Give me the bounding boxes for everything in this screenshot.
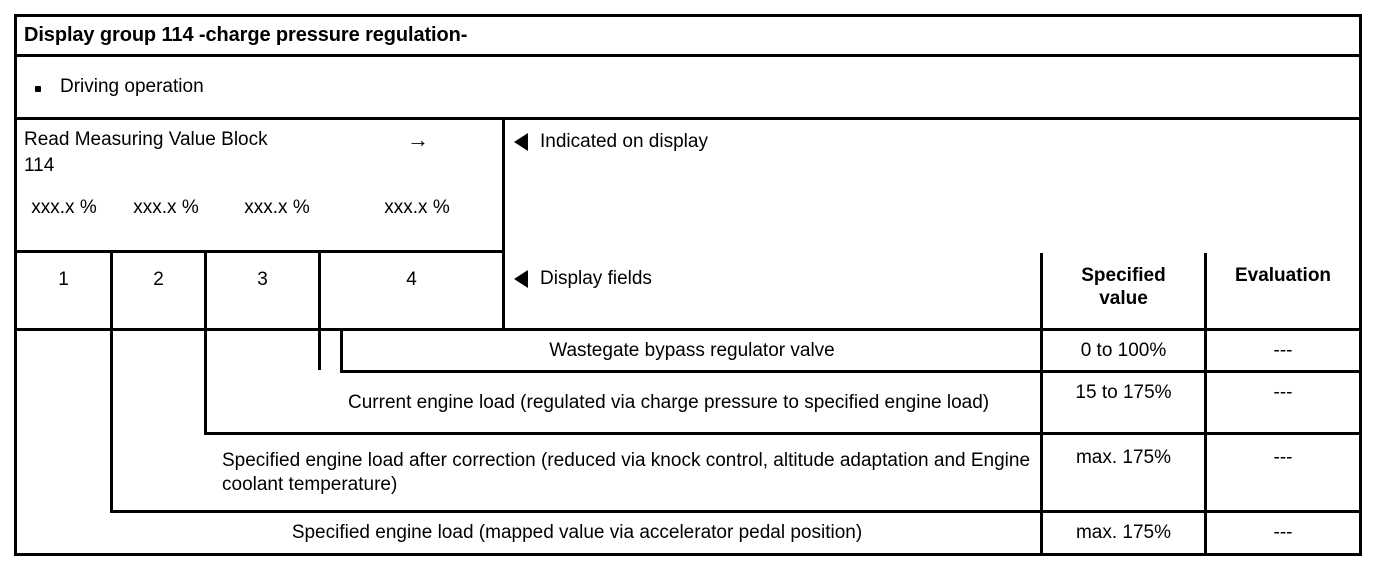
title-row-bottom-border <box>14 54 1362 57</box>
specified-value-header-line2: value <box>1099 288 1148 310</box>
column-divider-4 <box>340 328 343 370</box>
table-row-4-specified-value: 0 to 100% <box>1043 331 1204 370</box>
measuring-block-number-text: 114 <box>24 155 55 176</box>
square-bullet-icon <box>35 86 41 92</box>
measuring-block-command-text: Read Measuring Value Block <box>24 129 268 150</box>
measuring-block-command: Read Measuring Value Block <box>24 128 384 188</box>
display-value-2: xxx.x % <box>122 196 210 252</box>
table-row-2-description: Specified engine load after correction (… <box>222 435 1038 510</box>
table-row-1-description: Specified engine load (mapped value via … <box>118 513 1036 553</box>
display-fields-label: Display fields <box>540 267 1020 303</box>
table-row-1-evaluation: --- <box>1207 513 1359 553</box>
frame-right-border <box>1359 14 1362 556</box>
table-row-2-evaluation: --- <box>1207 446 1359 480</box>
display-value-4: xxx.x % <box>362 196 472 252</box>
frame-left-border <box>14 14 17 556</box>
table-row-4-specified-value-text: 0 to 100% <box>1080 339 1167 361</box>
condition-label: Driving operation <box>60 57 660 117</box>
measuring-block-number: 114 <box>24 154 224 184</box>
display-value-2-text: xxx.x % <box>133 197 199 218</box>
page-title-text: Display group 114 -charge pressure regul… <box>24 24 468 47</box>
table-row-4-description: Wastegate bypass regulator valve <box>350 331 1034 370</box>
table-row-3-description: Current engine load (regulated via charg… <box>348 373 1038 432</box>
frame-top-border <box>14 14 1362 17</box>
table-row-2-evaluation-text: --- <box>1273 447 1293 468</box>
table-row-1-evaluation-text: --- <box>1273 522 1293 544</box>
page-title: Display group 114 -charge pressure regul… <box>24 17 1344 54</box>
table-row-4-evaluation: --- <box>1207 331 1359 370</box>
table-row-1-specified-value-text: max. 175% <box>1075 522 1172 544</box>
arrow-right-icon: → <box>407 127 429 152</box>
table-row-4-evaluation-text: --- <box>1273 339 1293 361</box>
table-row-2-description-text: Specified engine load after correction (… <box>222 450 1031 495</box>
evaluation-header: Evaluation <box>1207 264 1359 304</box>
column-divider-1 <box>110 253 113 510</box>
display-value-1: xxx.x % <box>20 196 108 252</box>
table-row-1-specified-value: max. 175% <box>1043 513 1204 553</box>
table-row-3-evaluation: --- <box>1207 381 1359 415</box>
indicated-on-display-text: Indicated on display <box>540 131 708 152</box>
condition-label-text: Driving operation <box>60 76 204 98</box>
display-value-3-text: xxx.x % <box>244 197 310 218</box>
row-3-bottom-border <box>204 432 1362 435</box>
specified-value-header-line1: Specified <box>1081 265 1166 286</box>
measuring-block-bottom-border <box>14 250 505 253</box>
evaluation-header-text: Evaluation <box>1234 265 1332 286</box>
column-divider-2 <box>204 253 207 432</box>
table-row-1-description-text: Specified engine load (mapped value via … <box>291 522 863 544</box>
specified-value-column-divider <box>1040 253 1043 556</box>
table-row-3-specified-value-text: 15 to 175% <box>1075 382 1172 403</box>
column-divider-3 <box>318 253 321 370</box>
field-number-1: 1 <box>17 256 110 304</box>
panel-split-border <box>502 117 505 331</box>
field-number-3: 3 <box>207 256 318 304</box>
table-row-2-specified-value: max. 175% <box>1043 446 1204 480</box>
condition-row-bottom-border <box>14 117 1362 120</box>
evaluation-column-divider <box>1204 253 1207 556</box>
display-value-4-text: xxx.x % <box>384 197 450 218</box>
table-row-3-specified-value: 15 to 175% <box>1043 381 1204 415</box>
field-number-4: 4 <box>321 256 502 304</box>
field-number-4-text: 4 <box>406 269 417 291</box>
table-row-4-description-text: Wastegate bypass regulator valve <box>549 339 835 361</box>
indicated-on-display-label: Indicated on display <box>540 130 1040 166</box>
field-number-1-text: 1 <box>58 269 69 291</box>
field-number-2: 2 <box>113 256 204 304</box>
display-value-3: xxx.x % <box>222 196 332 252</box>
table-row-3-description-text: Current engine load (regulated via charg… <box>348 391 990 413</box>
row-2-bottom-border <box>110 510 1362 513</box>
display-fields-text: Display fields <box>540 268 652 289</box>
frame-bottom-border <box>14 553 1362 556</box>
display-value-1-text: xxx.x % <box>31 197 97 218</box>
triangle-left-icon-indicated <box>514 133 528 151</box>
row-4-bottom-border <box>340 370 1362 373</box>
table-row-3-evaluation-text: --- <box>1273 382 1293 403</box>
specified-value-header: Specified value <box>1043 264 1204 326</box>
header-band-bottom-border <box>14 328 1362 331</box>
field-number-2-text: 2 <box>153 269 164 291</box>
triangle-left-icon-display-fields <box>514 270 528 288</box>
table-row-2-specified-value-text: max. 175% <box>1075 447 1172 468</box>
field-number-3-text: 3 <box>257 269 268 291</box>
